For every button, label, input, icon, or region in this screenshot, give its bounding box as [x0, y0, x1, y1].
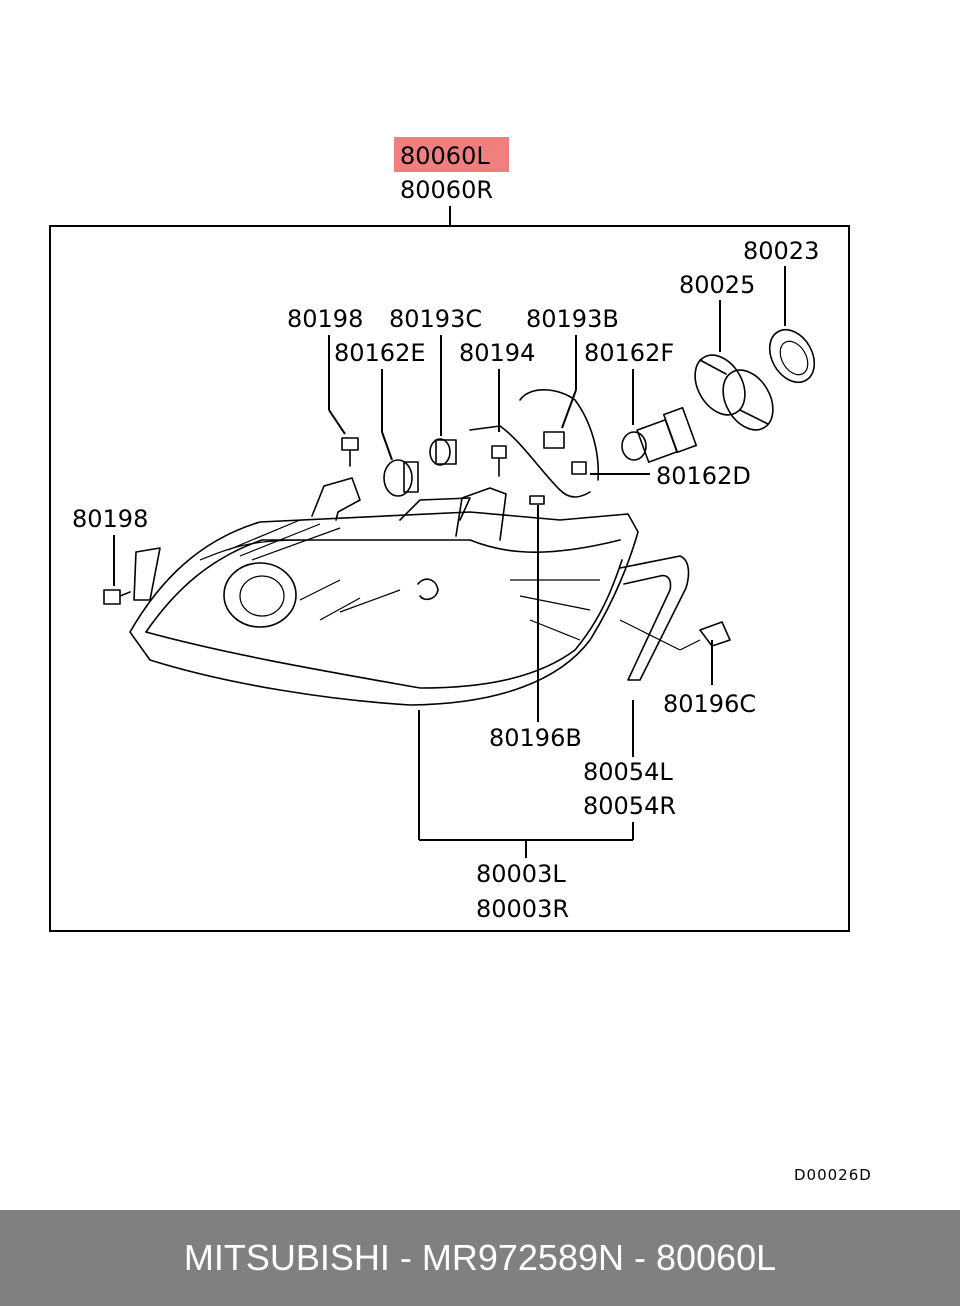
label-80193c: 80193C [389, 305, 482, 333]
assembly-label-left[interactable]: 80060L [400, 142, 490, 170]
label-80196c: 80196C [663, 690, 756, 718]
label-80003l: 80003L [476, 860, 566, 888]
label-80025: 80025 [679, 271, 755, 299]
highlight-box [394, 137, 509, 172]
bolt-80194 [491, 445, 507, 477]
label-80198-top: 80198 [287, 305, 363, 333]
socket-80193c [429, 438, 457, 466]
cap-80023 [768, 328, 816, 384]
harness-80193b [469, 389, 600, 498]
assembly-label-right: 80060R [400, 176, 493, 204]
bolt-80198-left [103, 589, 131, 605]
label-80162f: 80162F [584, 339, 674, 367]
label-80196b: 80196B [489, 724, 582, 752]
bolt-80198-top [341, 437, 359, 467]
footer-bar: MITSUBISHI - MR972589 N - 80060L [0, 1210, 960, 1306]
drawing-code: D00026D [794, 1166, 872, 1184]
bulb-80162e [383, 459, 419, 497]
label-80194: 80194 [459, 339, 535, 367]
headlamp-housing [129, 477, 701, 706]
label-80162d: 80162D [656, 462, 751, 490]
leader-lines [113, 266, 786, 858]
label-80023: 80023 [743, 237, 819, 265]
label-80054r: 80054R [583, 792, 676, 820]
clip-80196b [529, 495, 545, 505]
label-80198-left: 80198 [72, 505, 148, 533]
cap-80025 [694, 354, 774, 431]
footer-part-number: MR972589 [421, 1237, 598, 1278]
bulb-80162f [621, 406, 698, 463]
assembly-frame [49, 225, 850, 932]
footer-ref: N - 80060L [598, 1237, 777, 1278]
label-80054l: 80054L [583, 758, 673, 786]
clip-80196c [699, 621, 731, 647]
label-80162e: 80162E [334, 339, 426, 367]
label-80193b: 80193B [526, 305, 619, 333]
footer-brand: MITSUBISHI [183, 1237, 390, 1278]
label-80003r: 80003R [476, 895, 569, 923]
headlamp-parts-diagram: 80060L 80060R 80023 80025 80198 80193C 8… [49, 137, 872, 1184]
